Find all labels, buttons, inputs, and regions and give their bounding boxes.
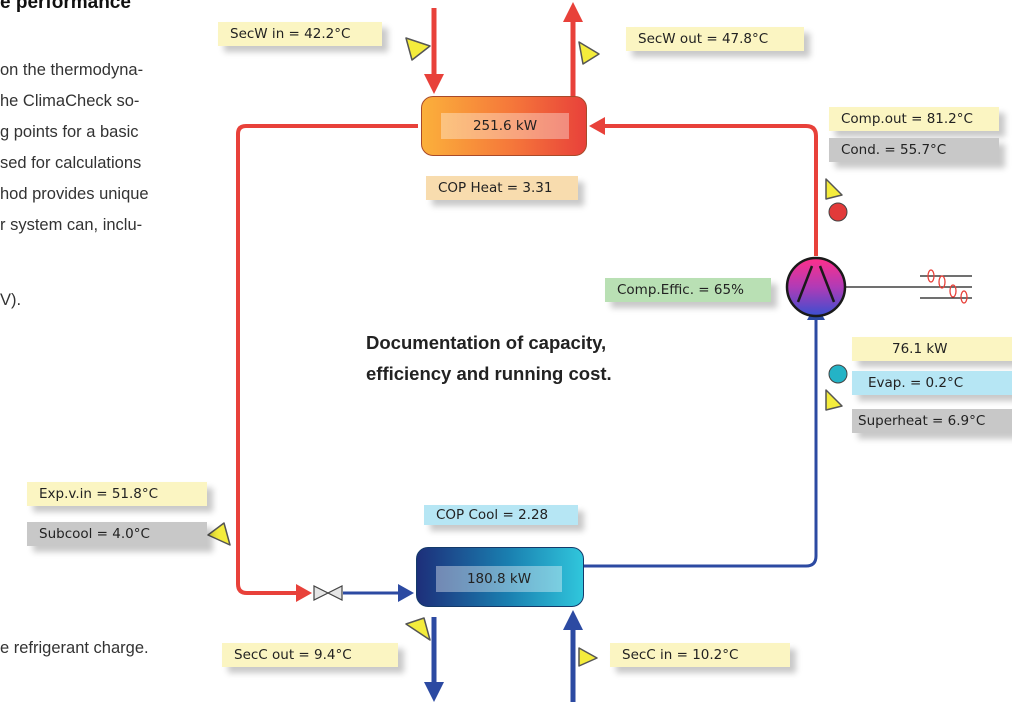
hot-refrigerant-line	[236, 124, 818, 595]
sensor-flag-icon	[825, 389, 843, 411]
secw-out-label: SecW out = 47.8°C	[626, 27, 804, 51]
evap-temp-label: Evap. = 0.2°C	[852, 371, 1012, 395]
body-text-line: hod provides unique	[0, 185, 149, 203]
cold-refrigerant-line	[343, 318, 818, 595]
secc-out-label: SecC out = 9.4°C	[222, 643, 398, 667]
sensor-flag-icon	[405, 617, 431, 641]
cond-temp-label: Cond. = 55.7°C	[829, 138, 999, 162]
body-text-line: V).	[0, 291, 22, 309]
compressor-blades	[796, 265, 836, 303]
sensor-flag-icon	[825, 178, 843, 200]
condenser	[421, 96, 587, 156]
secw-out-arrow	[563, 2, 583, 22]
sensor-hot-icon	[828, 202, 848, 222]
sensor-cold-icon	[828, 364, 848, 384]
secw-in-arrow	[424, 74, 444, 94]
condenser-capacity: 251.6 kW	[441, 113, 569, 139]
sensor-flag-icon	[207, 522, 231, 546]
caption-line-2: efficiency and running cost.	[366, 363, 612, 384]
body-text-line: he ClimaCheck so-	[0, 92, 140, 110]
cop-heat-label: COP Heat = 3.31	[426, 176, 578, 200]
exp-valve-in-label: Exp.v.in = 51.8°C	[27, 482, 207, 506]
sensor-flag-icon	[578, 647, 598, 667]
secw-in-label: SecW in = 42.2°C	[218, 22, 382, 46]
evap-power-label: 76.1 kW	[852, 337, 1012, 361]
secc-in-arrow	[563, 610, 583, 630]
body-text-line: r system can, inclu-	[0, 216, 143, 234]
motor-symbol-icon	[920, 269, 972, 304]
evaporator	[416, 547, 584, 607]
arrow-to-evaporator	[398, 584, 414, 602]
superheat-label: Superheat = 6.9°C	[852, 409, 1012, 433]
body-text-line: g points for a basic	[0, 123, 139, 141]
cop-cool-label: COP Cool = 2.28	[424, 505, 578, 525]
expansion-valve-icon	[313, 585, 343, 601]
sensor-flag-icon	[405, 37, 431, 61]
secc-in-label: SecC in = 10.2°C	[610, 643, 790, 667]
comp-out-label: Comp.out = 81.2°C	[829, 107, 999, 131]
compressor-icon	[785, 256, 847, 318]
body-text-line: on the thermodyna-	[0, 61, 144, 79]
arrow-to-expansion-valve	[296, 584, 312, 602]
arrow-to-condenser	[589, 117, 605, 135]
secc-out-arrow	[424, 682, 444, 702]
section-title: e performance	[0, 0, 131, 13]
body-text-line: sed for calculations	[0, 154, 142, 172]
caption-line-1: Documentation of capacity,	[366, 332, 607, 353]
sensor-flag-icon	[578, 41, 600, 65]
comp-effic-label: Comp.Effic. = 65%	[605, 278, 771, 302]
evaporator-capacity: 180.8 kW	[436, 566, 562, 592]
body-text-line: e refrigerant charge.	[0, 639, 149, 657]
subcool-label: Subcool = 4.0°C	[27, 522, 207, 546]
